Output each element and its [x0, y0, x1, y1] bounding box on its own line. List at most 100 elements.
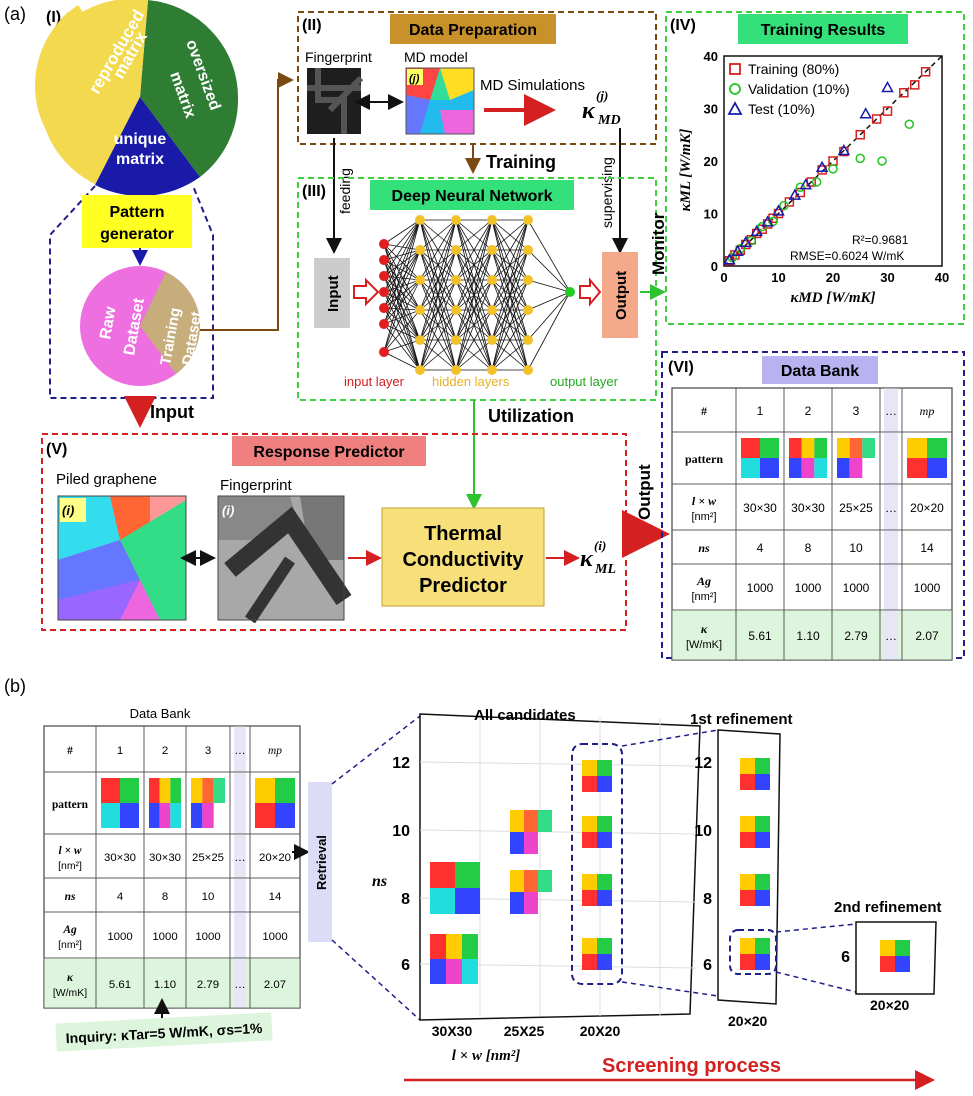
validation-point	[779, 200, 789, 211]
candidate-pattern-tile	[582, 890, 597, 906]
y-tick-label: 8	[401, 891, 410, 908]
test-point	[750, 224, 763, 237]
pattern-generator-line2: generator	[100, 226, 174, 243]
nn-edge	[455, 309, 493, 371]
nn-edge	[383, 243, 421, 341]
kappa-md: κ	[582, 98, 596, 124]
nn-edge	[383, 243, 421, 311]
test-point	[788, 188, 802, 200]
x-axis-label: l × w [nm²]	[452, 1048, 520, 1064]
x-tick-label: 30X30	[432, 1023, 473, 1039]
nn-edge	[491, 219, 529, 311]
nn-edge	[527, 219, 571, 293]
table-value: 5.61	[109, 979, 131, 991]
candidate-pattern-tile	[582, 760, 597, 776]
test-point	[723, 253, 736, 265]
nn-edge	[383, 351, 421, 371]
candidate-pattern-tile	[880, 956, 895, 972]
nn-node	[487, 215, 497, 225]
pattern-tile	[101, 778, 120, 803]
nn-edge	[455, 219, 493, 281]
y-tick-label: 10	[704, 207, 718, 222]
candidate-pattern-tile	[524, 832, 538, 854]
nn-edge	[383, 219, 421, 277]
zoom-line	[621, 981, 719, 997]
input-layer-label: input layer	[344, 374, 405, 389]
nn-edge	[455, 219, 493, 341]
piled-i-label: (i)	[62, 503, 74, 518]
candidate-pattern-tile	[740, 758, 755, 774]
nn-edge	[383, 219, 421, 293]
nn-edge	[383, 307, 421, 371]
test-point	[881, 80, 894, 93]
table-value: 30×30	[791, 501, 825, 515]
ellipsis-col-bg	[234, 772, 246, 834]
pattern-tile	[120, 803, 139, 828]
pattern-tile	[159, 803, 171, 828]
section-VI-frame	[661, 351, 965, 659]
section-IV: (IV) Training Results 001010202030304040…	[665, 11, 965, 325]
nn-node	[523, 305, 533, 315]
pattern-tile	[927, 438, 947, 458]
kappa-md-sub: MD	[597, 113, 621, 128]
table-value: 20×20	[259, 852, 291, 864]
pattern-generator-box	[82, 195, 192, 248]
ellipsis-col-bg	[234, 726, 246, 772]
nn-edge	[527, 291, 571, 341]
predictor-fingerprint-image: (i)	[217, 495, 352, 624]
r1-y-tick: 10	[694, 823, 712, 840]
nn-node	[487, 275, 497, 285]
nn-edge	[455, 219, 493, 251]
pattern-tile	[275, 803, 295, 828]
table-value: 4	[117, 891, 123, 903]
nn-edge	[383, 279, 421, 309]
pie-unique-slice	[95, 97, 200, 196]
refinement1-title: 1st refinement	[690, 711, 793, 728]
nn-node	[379, 319, 389, 329]
candidate-pattern-tile	[462, 934, 478, 959]
column-header: 3	[853, 404, 860, 418]
databank-title: Data Bank	[781, 363, 859, 380]
nn-node	[379, 255, 389, 265]
candidate-pattern-tile	[755, 758, 770, 774]
nn-edge	[383, 323, 421, 341]
column-header: …	[234, 745, 245, 757]
ellipsis-col-bg	[884, 530, 898, 564]
candidate-pattern-tile	[446, 934, 462, 959]
candidate-pattern-tile	[597, 890, 612, 906]
column-header: 1	[757, 404, 764, 418]
candidate-pattern-tile	[510, 870, 524, 892]
candidate-pattern-tile	[597, 954, 612, 970]
pattern-tile	[760, 438, 779, 458]
candidate-pattern-tile	[597, 832, 612, 848]
candidate-pattern-tile	[446, 959, 462, 984]
nn-edge	[383, 249, 421, 309]
candidate-pattern-tile	[895, 956, 910, 972]
nn-node	[415, 365, 425, 375]
panel-b-label: (b)	[4, 676, 26, 696]
pattern-tile	[849, 438, 863, 458]
row-header: ns	[65, 891, 76, 903]
pattern-tile	[837, 438, 850, 458]
row-header-unit: [nm²]	[58, 940, 82, 951]
output-layer-label: output layer	[550, 374, 619, 389]
dnn-title: Deep Neural Network	[392, 188, 553, 205]
predictor-title: Response Predictor	[253, 444, 404, 461]
table-value: 1000	[262, 931, 287, 943]
candidate-pattern-tile	[524, 870, 538, 892]
fingerprint-label: Fingerprint	[305, 49, 372, 65]
table-value: 4	[757, 541, 764, 555]
nn-node	[415, 215, 425, 225]
nn-edge	[455, 219, 493, 371]
nn-edge	[383, 219, 421, 245]
pattern-tile	[837, 458, 850, 478]
nn-node	[487, 245, 497, 255]
table-value: 8	[162, 891, 168, 903]
column-header: 3	[205, 745, 211, 757]
nn-edge	[383, 259, 421, 281]
row-header-unit: [W/mK]	[686, 639, 722, 651]
